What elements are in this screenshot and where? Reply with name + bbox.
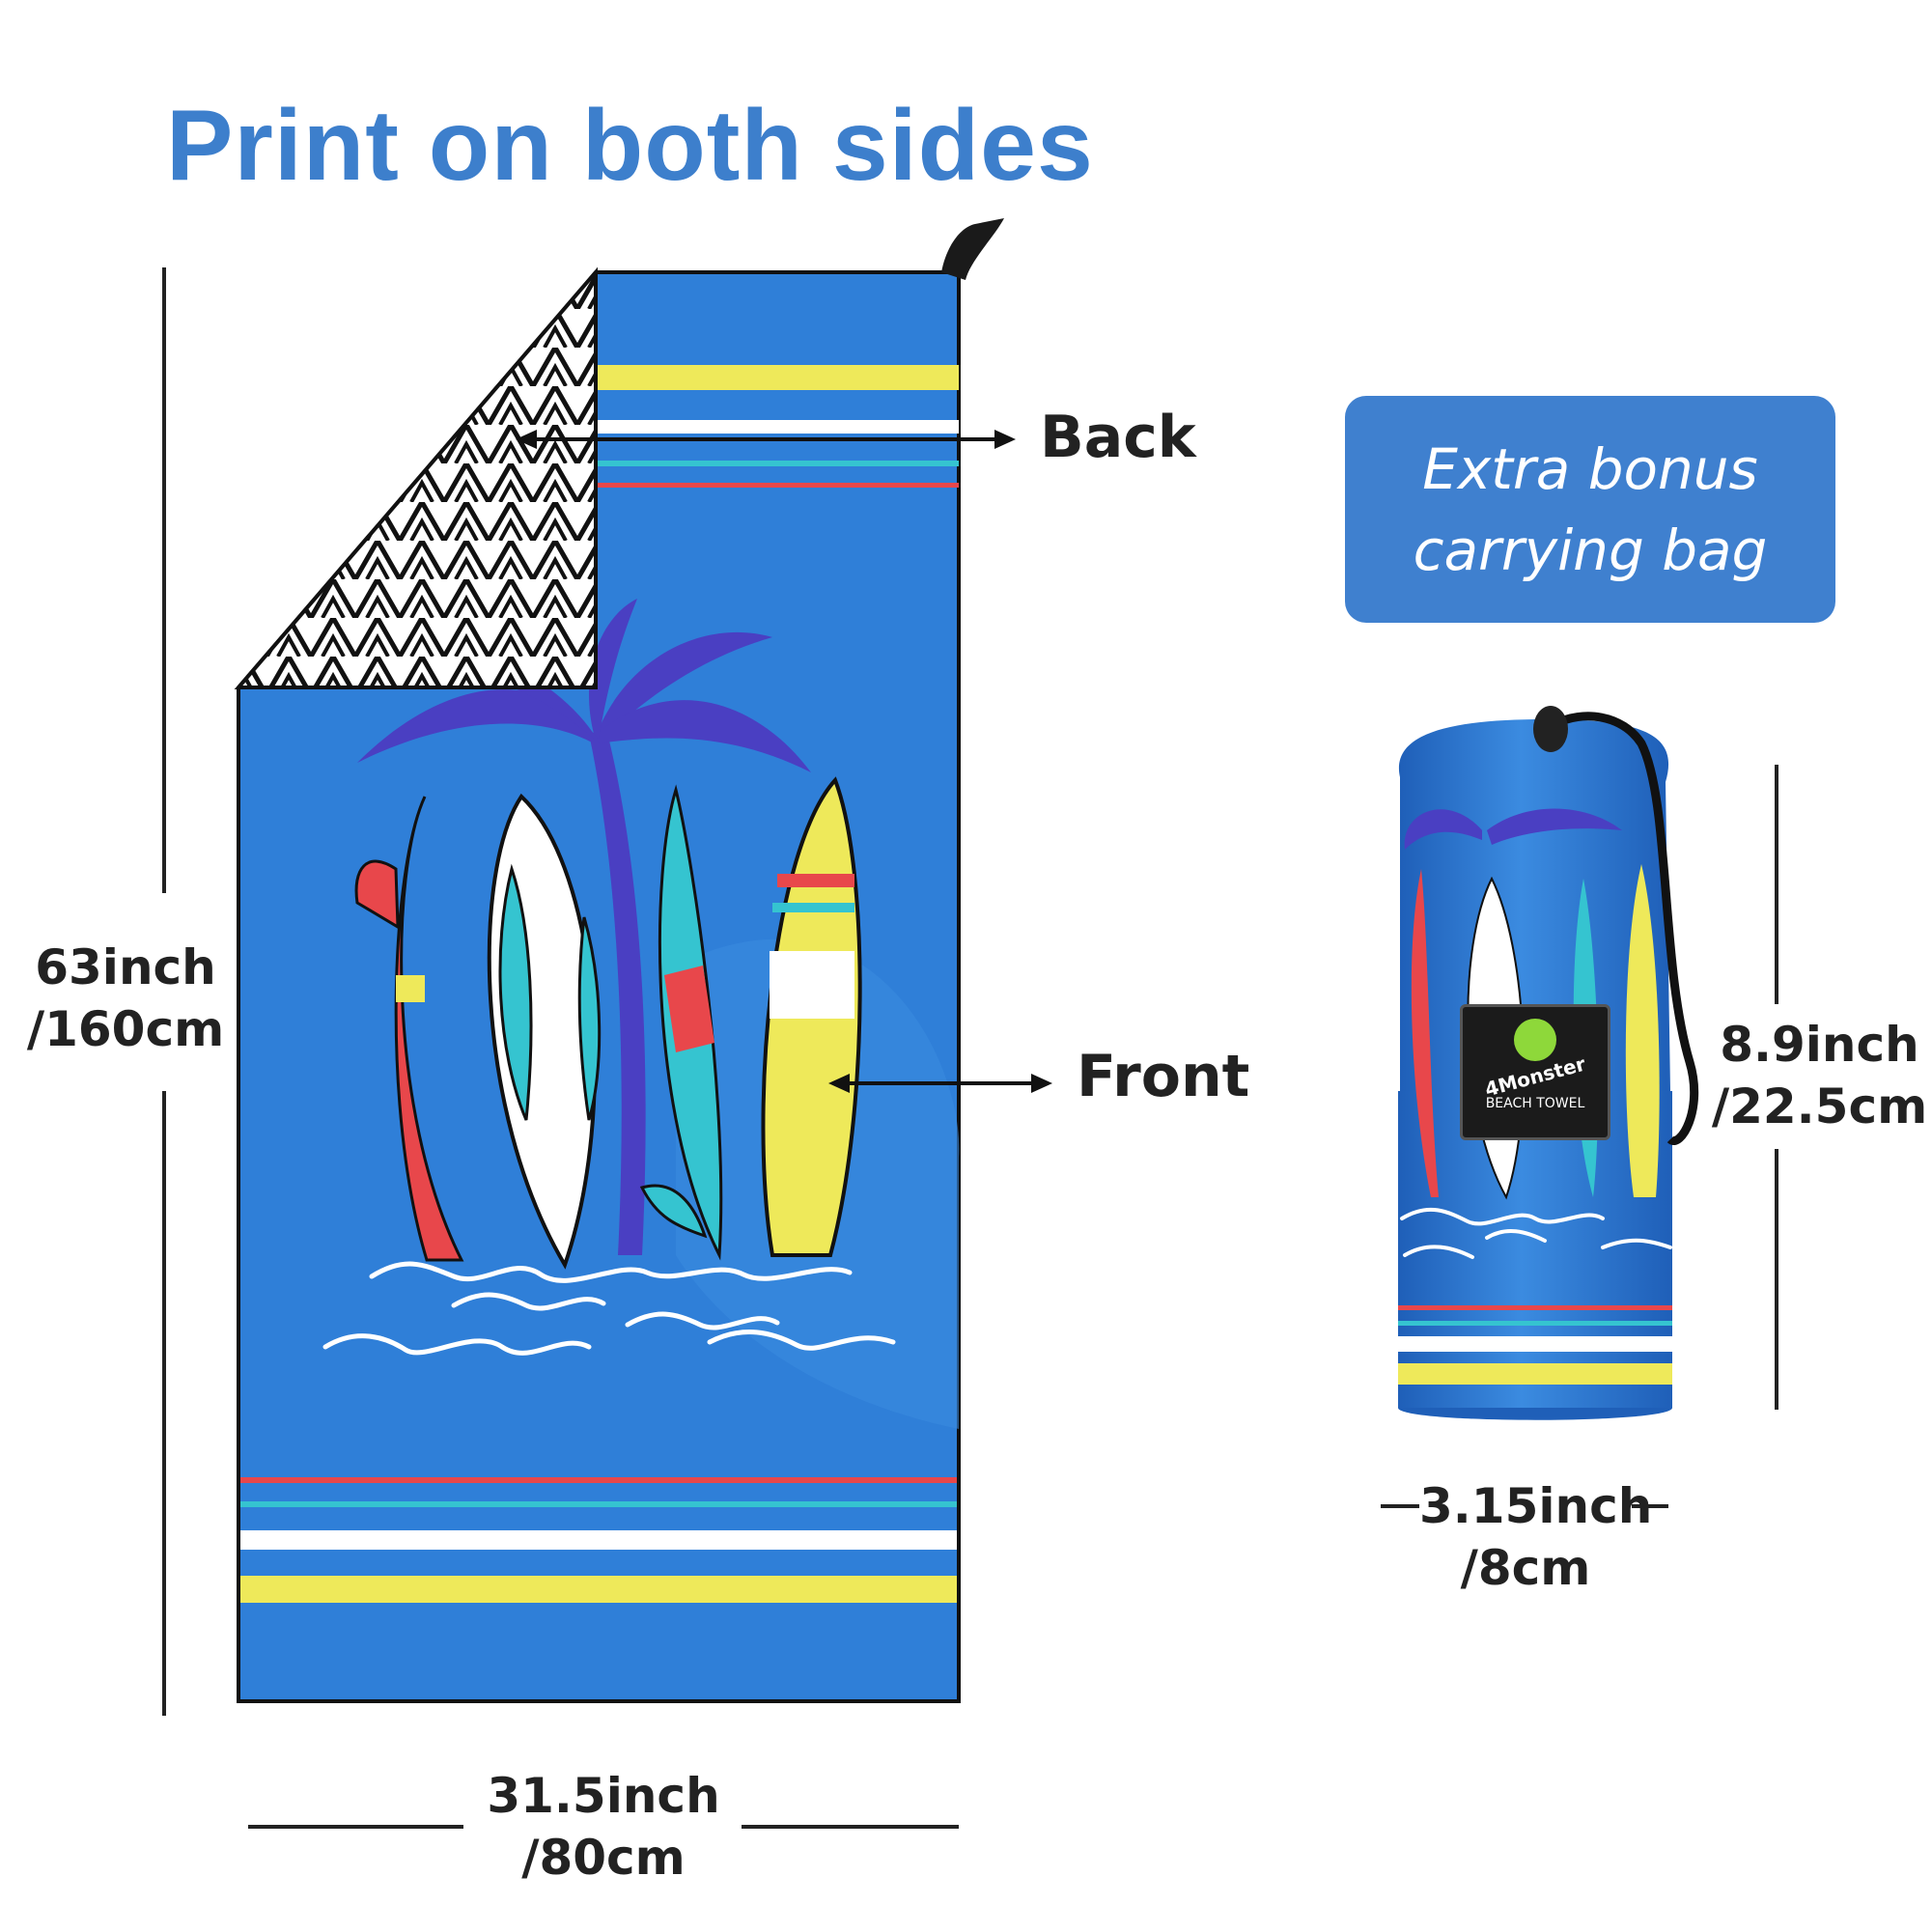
surfboard-white xyxy=(487,793,602,1270)
bonus-line-1: Extra bonus xyxy=(1422,435,1758,502)
towel-width-inch: 31.5inch xyxy=(487,1768,720,1824)
bag-height-cm: /22.5cm xyxy=(1711,1078,1928,1134)
drawstring xyxy=(1552,712,1699,1146)
front-arrow xyxy=(828,1074,1052,1093)
bag-height-label: 8.9inch /22.5cm xyxy=(1707,1014,1932,1137)
towel-back-fold xyxy=(234,266,598,689)
back-label: Back xyxy=(1040,404,1196,471)
towel-width-cm: /80cm xyxy=(521,1830,686,1886)
bag-width-label: 3.15inch /8cm xyxy=(1419,1475,1653,1599)
carrying-bag xyxy=(1398,706,1699,1420)
cord-lock xyxy=(1533,706,1568,752)
bonus-badge: Extra bonus carrying bag xyxy=(1345,396,1835,623)
towel-height-cm: /160cm xyxy=(26,1001,225,1057)
bag-width-inch: 3.15inch xyxy=(1419,1478,1653,1534)
bonus-line-2: carrying bag xyxy=(1413,517,1768,583)
towel-height-label: 63inch /160cm xyxy=(19,937,232,1060)
towel xyxy=(234,218,1004,1703)
towel-width-label: 31.5inch /80cm xyxy=(473,1765,734,1889)
headline: Print on both sides xyxy=(166,90,1094,202)
bag-tag-product: BEACH TOWEL xyxy=(1485,1096,1585,1111)
front-label: Front xyxy=(1077,1043,1250,1110)
brand-logo-icon xyxy=(1514,1019,1556,1061)
surfboard-red xyxy=(354,796,464,1262)
bag-width-cm: /8cm xyxy=(1460,1540,1591,1596)
hanging-loop xyxy=(941,218,1004,280)
surfboard-yellow xyxy=(761,776,862,1257)
waves xyxy=(322,1261,896,1356)
surfboard-teal xyxy=(639,784,723,1261)
back-arrow xyxy=(516,430,1016,449)
bag-height-inch: 8.9inch xyxy=(1720,1017,1919,1073)
bag-tag: 4Monster BEACH TOWEL xyxy=(1460,1004,1610,1140)
towel-height-inch: 63inch xyxy=(35,939,216,995)
